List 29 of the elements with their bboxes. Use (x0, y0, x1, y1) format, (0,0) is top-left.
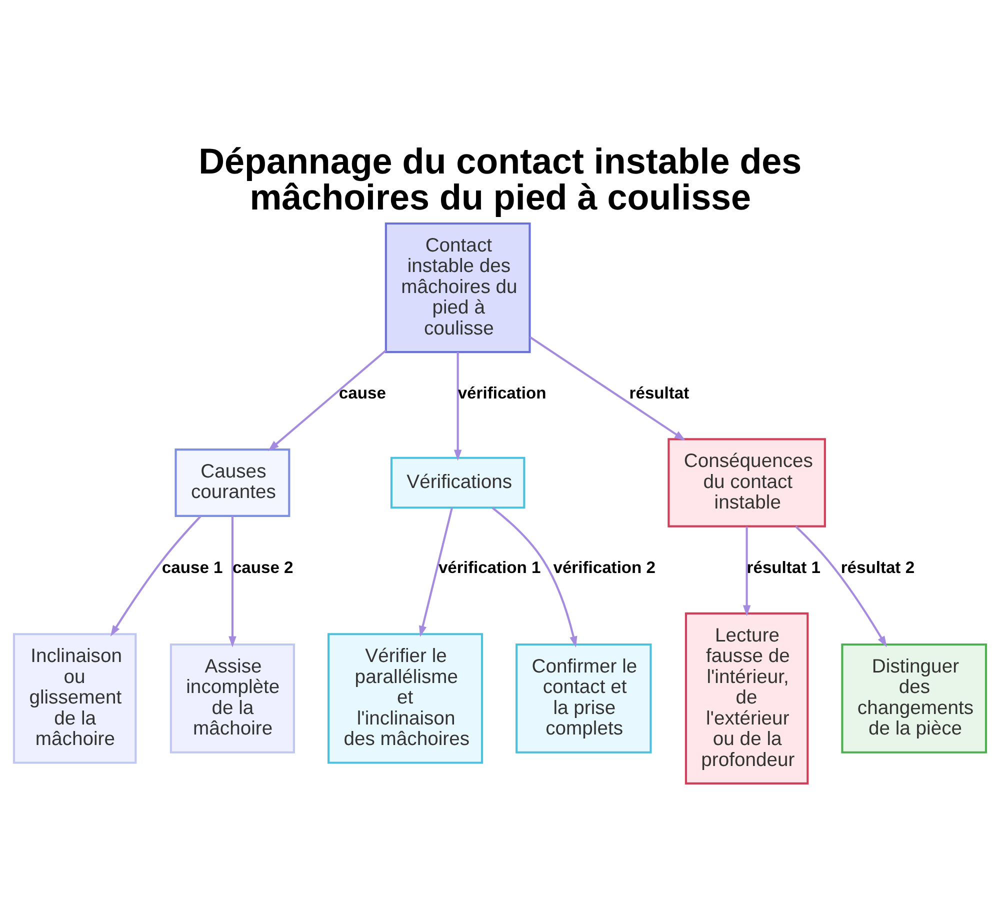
diagram-title: Dépannage du contact instable des mâchoires du pied à coulisse (198, 140, 802, 217)
edge-label: vérification 2 (553, 557, 656, 576)
arrow (268, 349, 387, 451)
node-box: Vérifier le parallélisme et l'inclinaison des mâchoires (328, 632, 484, 764)
arrow (419, 506, 454, 636)
arrow (795, 525, 887, 647)
arrow (742, 526, 751, 616)
node-box: Inclinaison ou glissement de la mâchoire (12, 632, 137, 764)
node-box: Causes courantes (174, 448, 290, 516)
edge-label: cause 1 (162, 557, 223, 576)
edge-label: cause (338, 383, 386, 402)
node-box: Distinguer des changements de la pièce (841, 642, 988, 753)
edge-label: vérification (458, 383, 546, 402)
arrow (492, 506, 578, 647)
node-box: Conséquences du contact instable (668, 438, 826, 527)
node-box: Vérifications (390, 456, 526, 508)
edge-label: résultat 1 (746, 557, 821, 576)
arrow (454, 352, 462, 460)
node-box: Lecture fausse de l'intérieur, de l'extérieur ou de la profondeur (684, 612, 809, 784)
edge-label: vérification 1 (438, 557, 541, 576)
arrow (529, 336, 686, 440)
edge-label: cause 2 (232, 557, 294, 576)
edge-label: résultat 2 (840, 557, 915, 576)
node-box: Confirmer le contact et la prise complets (516, 642, 652, 753)
arrow (110, 515, 202, 636)
node-box: Assise incomplète de la mâchoire (170, 642, 296, 753)
edge-label: résultat (629, 383, 690, 402)
node-box: Contact instable des mâchoires du pied à coulisse (384, 222, 531, 353)
arrow (228, 516, 236, 647)
